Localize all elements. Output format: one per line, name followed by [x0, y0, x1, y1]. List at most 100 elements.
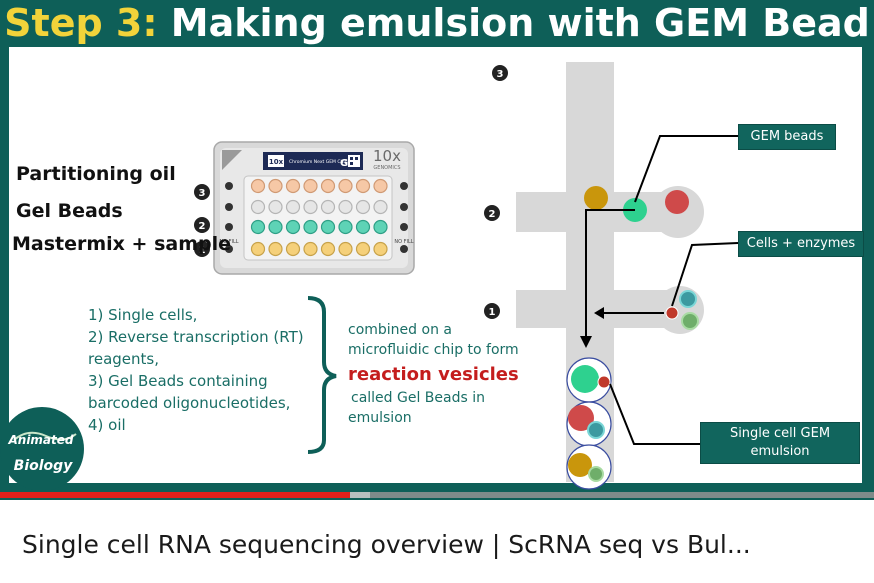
- well-gel-bead: [355, 219, 371, 235]
- bracket: [307, 296, 337, 454]
- slide-panel: [9, 47, 862, 483]
- chip-wells: [250, 178, 388, 257]
- well-oil: [338, 178, 353, 194]
- well-gel-bead: [320, 219, 336, 235]
- well-oil: [250, 178, 266, 194]
- callout-cells-enzymes: Cells + enzymes: [738, 231, 864, 257]
- callout-single-cell-gem: Single cell GEM emulsion: [700, 422, 860, 464]
- well-gel-bead: [338, 219, 353, 235]
- connector-gem-beads: [634, 135, 738, 203]
- animated-biology-logo: Animated Biology: [0, 407, 84, 491]
- list-item: reagents,: [88, 350, 159, 368]
- well-empty: [285, 199, 301, 215]
- channel-marker-3: [492, 65, 508, 81]
- chip-label-small: 10x: [269, 158, 284, 166]
- gem-emulsion: [566, 357, 612, 490]
- row-marker-3-label: 3: [199, 188, 206, 199]
- well-mastermix: [268, 241, 283, 257]
- well-oil: [373, 178, 388, 194]
- brand-sub: GENOMICS: [373, 165, 400, 171]
- well-mastermix: [285, 241, 301, 257]
- video-buffer-bar: [349, 492, 370, 498]
- brand-logo: 10x: [373, 147, 401, 165]
- oil-droplet: [584, 186, 608, 210]
- description-line-4: emulsion: [348, 410, 412, 426]
- well-empty: [250, 199, 266, 215]
- logo-line-2: Biology: [14, 458, 74, 474]
- list-item: 4) oil: [88, 416, 126, 434]
- well-oil: [285, 178, 301, 194]
- well-gel-bead: [250, 219, 266, 235]
- row-marker-3: [194, 184, 210, 200]
- nofill-left: NO FILL: [219, 239, 238, 245]
- well-mastermix: [250, 241, 266, 257]
- well-gel-bead: [373, 219, 388, 235]
- well-oil: [303, 178, 318, 194]
- list-item: 1) Single cells,: [88, 306, 198, 324]
- flow-arrow-beads: [585, 209, 635, 338]
- row-marker-1: [194, 241, 210, 257]
- description-line-3: called Gel Beads in: [351, 390, 485, 406]
- description-highlight: reaction vesicles: [348, 364, 519, 385]
- channel-marker-2-label: 2: [489, 209, 496, 220]
- well-mastermix: [373, 241, 388, 257]
- list-item: 3) Gel Beads containing: [88, 372, 268, 390]
- chip-label-strip: [263, 152, 363, 170]
- well-empty: [268, 199, 283, 215]
- well-oil: [320, 178, 336, 194]
- description-line-1: combined on a: [348, 322, 452, 338]
- chip-corner-mark: [222, 150, 242, 170]
- cell-green: [681, 312, 699, 330]
- well-gel-bead: [303, 219, 318, 235]
- cell-teal: [679, 290, 697, 308]
- channel-marker-3-label: 3: [497, 69, 504, 80]
- well-mastermix: [355, 241, 371, 257]
- row-marker-2: [194, 217, 210, 233]
- well-mastermix: [303, 241, 318, 257]
- qr-code-icon: [348, 155, 360, 167]
- callout-single-cell-gem-line-2: emulsion: [750, 444, 810, 459]
- well-empty: [303, 199, 318, 215]
- row-marker-1-label: 1: [199, 245, 206, 256]
- callout-gem-beads: GEM beads: [738, 124, 836, 150]
- chip-name: Chromium Next GEM Chip: [289, 159, 348, 165]
- well-gel-bead: [268, 219, 283, 235]
- microfluidic-chip: 10x Chromium Next GEM Chip G 10x GENOMIC…: [213, 141, 415, 275]
- list-item: barcoded oligonucleotides,: [88, 394, 291, 412]
- well-empty: [373, 199, 388, 215]
- label-partitioning-oil: Partitioning oil: [16, 163, 176, 185]
- title-step: Step 3:: [4, 1, 158, 45]
- connector-single-cell-gem: [609, 383, 700, 445]
- connector-cells-enzymes: [671, 242, 739, 307]
- nofill-right: NO FILL: [394, 239, 413, 245]
- video-progress-fill: [0, 492, 350, 498]
- list-item: 2) Reverse transcription (RT): [88, 328, 304, 346]
- video-title[interactable]: Single cell RNA sequencing overview | Sc…: [22, 530, 751, 559]
- well-oil: [355, 178, 371, 194]
- title-text: Making emulsion with GEM Bead: [170, 1, 870, 45]
- video-progress-bar[interactable]: [0, 492, 874, 498]
- slide-title: Step 3: Making emulsion with GEM Bead: [0, 0, 874, 46]
- cell-red: [665, 306, 679, 320]
- description-line-2: microfluidic chip to form: [348, 342, 519, 358]
- row-marker-2-label: 2: [199, 221, 206, 232]
- label-mastermix: Mastermix + sample: [12, 233, 232, 255]
- well-oil: [268, 178, 283, 194]
- well-empty: [320, 199, 336, 215]
- gel-bead-red: [665, 190, 689, 214]
- chip-letter: G: [340, 158, 348, 169]
- well-empty: [338, 199, 353, 215]
- channel-marker-1-label: 1: [489, 307, 496, 318]
- well-mastermix: [320, 241, 336, 257]
- well-mastermix: [338, 241, 353, 257]
- callout-single-cell-gem-line-1: Single cell GEM: [729, 426, 831, 441]
- channel-marker-2: [484, 205, 500, 221]
- flow-arrow-beads-head: [580, 336, 592, 348]
- logo-line-1: Animated: [7, 433, 73, 447]
- flow-arrow-cells-head: [594, 307, 604, 319]
- channel-marker-1: [484, 303, 500, 319]
- well-gel-bead: [285, 219, 301, 235]
- components-list: 1) Single cells, 2) Reverse transcriptio…: [88, 304, 304, 436]
- label-gel-beads: Gel Beads: [16, 200, 123, 222]
- well-empty: [355, 199, 371, 215]
